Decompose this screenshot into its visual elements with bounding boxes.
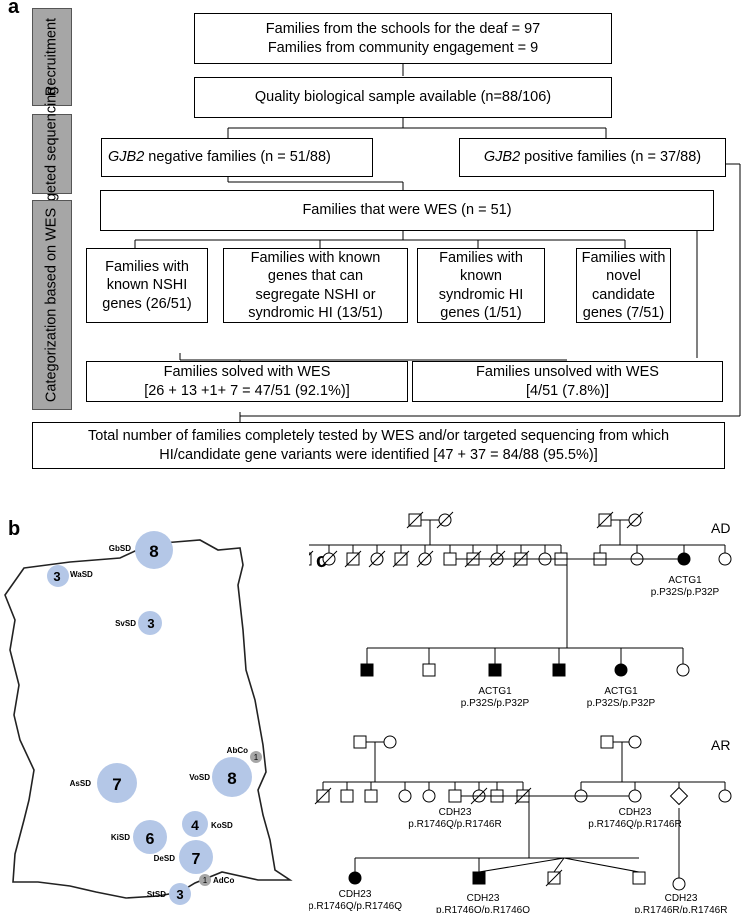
abco-label: AbCo [227,746,248,755]
category-syndromic-box: Families with known syndromic HI genes (… [417,248,545,323]
ar-father-gene: CDH23 [439,807,472,818]
gjb2-negative-box: GJB2 negative families (n = 51/88) [101,138,373,177]
ad-mother-variant: p.P32S/p.P32P [651,587,720,598]
stage-targeted: Targeted sequencing [32,87,72,221]
ar-child2-variant: p.R1746Q/p.R1746Q [436,905,530,913]
gjb2-negative-text: negative families (n = 51/88) [144,149,331,166]
svsd-label: SvSD [115,619,136,628]
vosd-label: VoSD [189,773,210,782]
wasd-count: 3 [53,569,60,584]
abco-count: 1 [254,753,259,762]
wasd-label: WaSD [70,570,93,579]
stage-recruitment: Recruitment [32,8,72,106]
stage-categorization: Categorization based on WES [32,200,72,410]
ar-father-variant: p.R1746Q/p.R1746R [408,819,501,830]
kisd-label: KiSD [111,833,130,842]
ar-child1-variant: p.R1746Q/p.R1746Q [309,901,402,912]
ghana-map: 8 GbSD 3 WaSD 3 SvSD 1 AbCo 7 AsSD 8 VoS… [4,531,293,905]
ad-child2-variant: p.P32S/p.P32P [587,698,656,709]
gjb2-positive-gene: GJB2 [483,149,521,166]
gjb2-negative-gene: GJB2 [108,149,145,166]
panel-a-label: a [8,0,20,18]
kosd-label: KoSD [211,821,233,830]
adco-count: 1 [203,876,208,885]
stsd-count: 3 [176,887,183,902]
ad-child2-gene: ACTG1 [604,686,638,697]
panel-c-label: c [316,550,328,572]
desd-count: 7 [192,851,201,868]
ar-title: AR [711,737,730,753]
svsd-count: 3 [147,616,154,631]
ad-title: AD [711,520,730,536]
kisd-count: 6 [146,831,155,848]
gjb2-positive-text: positive families (n = 37/88) [520,149,702,166]
category-novel-box: Families with novel candidate genes (7/5… [576,248,671,323]
wes-box: Families that were WES (n = 51) [100,190,714,231]
gjb2-positive-box: GJB2 positive families (n = 37/88) [459,138,726,177]
gbsd-count: 8 [149,542,158,561]
total-box: Total number of families completely test… [32,422,725,469]
recruitment-box: Families from the schools for the deaf =… [194,13,612,64]
panel-b-label: b [8,518,21,540]
ar-mother-variant: p.R1746Q/p.R1746R [588,819,681,830]
adco-label: AdCo [213,876,234,885]
kosd-count: 4 [191,817,199,833]
ad-mother-gene: ACTG1 [668,575,702,586]
flowchart-connectors [134,63,741,422]
assd-count: 7 [112,775,121,794]
unsolved-box: Families unsolved with WES [4/51 (7.8%)] [412,361,723,402]
ar-child2-gene: CDH23 [467,893,500,904]
desd-label: DeSD [154,854,176,863]
stsd-label: StSD [147,890,166,899]
category-known-nshi-box: Families with known NSHI genes (26/51) [86,248,208,323]
quality-sample-box: Quality biological sample available (n=8… [194,77,612,118]
assd-label: AsSD [70,779,92,788]
vosd-count: 8 [227,769,236,788]
ar-child1-gene: CDH23 [339,889,372,900]
solved-box: Families solved with WES [26 + 13 +1+ 7 … [86,361,408,402]
ghana-outline [4,539,293,899]
ar-child3-gene: CDH23 [665,893,698,904]
ar-mother-gene: CDH23 [619,807,652,818]
ar-child3-variant: p.R1746R/p.R1746R [635,905,728,913]
category-segregate-box: Families with known genes that can segre… [223,248,408,323]
ad-child1-variant: p.P32S/p.P32P [461,698,530,709]
ad-child1-gene: ACTG1 [478,686,512,697]
pedigrees: AD ACTG1 p.P32S/p.P32P [309,511,732,913]
gbsd-label: GbSD [109,544,131,553]
